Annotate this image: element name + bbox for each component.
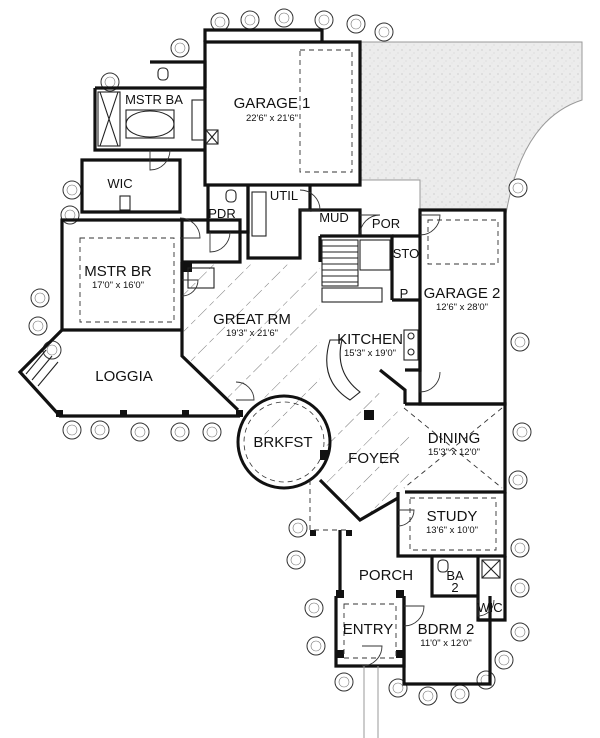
room-dims-garage1: 22'6" x 21'6": [246, 113, 298, 124]
exterior-walls: [17, 28, 507, 686]
tree-icon: [30, 288, 50, 308]
toilet-icon: [437, 559, 449, 573]
tree-icon: [450, 684, 470, 704]
door-swing-icon: [235, 381, 255, 401]
tree-icon: [202, 422, 222, 442]
tree-icon: [510, 332, 530, 352]
room-dims-dining: 15'3" x 12'0": [428, 447, 480, 458]
door-swing-icon: [419, 371, 441, 393]
tree-icon: [314, 10, 334, 30]
room-dims-great-rm: 19'3" x 21'6": [226, 328, 278, 339]
room-dims-garage2: 12'6" x 28'0": [436, 302, 488, 313]
tree-icon: [494, 650, 514, 670]
tree-icon: [510, 622, 530, 642]
tree-icon: [508, 178, 528, 198]
tree-icon: [210, 12, 230, 32]
tree-icon: [286, 550, 306, 570]
fixtures: [25, 67, 501, 579]
room-dims-mstr-br: 17'0" x 16'0": [92, 280, 144, 291]
tree-icon: [346, 14, 366, 34]
door-swing-icon: [477, 599, 495, 617]
room-name-study: STUDY: [427, 508, 478, 525]
tree-icon: [62, 420, 82, 440]
tree-icon: [306, 636, 326, 656]
staircase-icon: [321, 239, 391, 287]
room-name-pdr: PDR: [208, 206, 235, 221]
foyer-floor: [320, 390, 410, 520]
door-swing-icon: [403, 605, 425, 627]
tree-icon: [418, 686, 438, 706]
room-dims-kitchen: 15'3" x 19'0": [344, 348, 396, 359]
tree-icon: [508, 470, 528, 490]
door-swing-icon: [209, 231, 231, 253]
columns: [56, 262, 404, 658]
tree-icon: [274, 8, 294, 28]
room-name-sto: STO: [393, 246, 420, 261]
room-name-entry: ENTRY: [343, 621, 394, 638]
tree-icon: [90, 420, 110, 440]
door-swing-icon: [361, 645, 383, 667]
tree-icon: [62, 180, 82, 200]
room-name-mstr-ba: MSTR BA: [125, 92, 183, 107]
tree-icon: [170, 422, 190, 442]
tree-icon: [304, 598, 324, 618]
room-name-ba2: BA: [446, 568, 464, 583]
room-name-brkfst: BRKFST: [253, 434, 312, 451]
front-walkway: [363, 666, 379, 738]
tree-icon: [510, 578, 530, 598]
door-swings: [149, 149, 495, 667]
tree-icon: [476, 670, 496, 690]
door-swing-icon: [149, 149, 171, 171]
tree-icon: [510, 538, 530, 558]
tree-icon: [28, 316, 48, 336]
dashed-outlines: [79, 49, 503, 659]
room-name-wic-master: WIC: [107, 176, 132, 191]
room-dims-bdrm2: 11'0" x 12'0": [420, 638, 471, 649]
room-name-pantry: P: [400, 286, 409, 301]
room-labels: GARAGE 1 22'6" x 21'6" MSTR BA WIC PDR U…: [84, 92, 502, 649]
breakfast-nook-wall: [236, 394, 332, 490]
room-name-bdrm2: BDRM 2: [418, 621, 475, 638]
door-swing-icon: [179, 217, 201, 239]
bathtub-icon: [125, 110, 175, 138]
tree-icon: [288, 518, 308, 538]
door-swing-icon: [359, 214, 381, 236]
room-dims-study: 13'6" x 10'0": [426, 525, 478, 536]
door-swing-icon: [181, 279, 199, 297]
room-name-mud: MUD: [319, 210, 349, 225]
toilet-icon: [157, 67, 169, 81]
door-swing-icon: [397, 509, 415, 527]
room-name-loggia: LOGGIA: [95, 368, 153, 385]
room-name-mstr-br: MSTR BR: [84, 263, 152, 280]
tree-icon: [130, 422, 150, 442]
room-name-dining: DINING: [428, 430, 481, 447]
room-name-porch: PORCH: [359, 567, 413, 584]
room-name-wic2: WIC: [477, 600, 502, 615]
tree-icon: [240, 10, 260, 30]
room-name-por: POR: [372, 216, 400, 231]
door-swing-icon: [299, 189, 321, 211]
toilet-icon: [225, 189, 237, 203]
driveway: [359, 41, 583, 221]
room-sub-ba2: 2: [451, 580, 458, 595]
tree-icon: [374, 22, 394, 42]
tree-icon: [512, 422, 532, 442]
breakfast-nook-inner: [243, 401, 325, 483]
room-name-util: UTIL: [270, 188, 298, 203]
tree-icon: [334, 672, 354, 692]
room-name-garage1: GARAGE 1: [234, 95, 311, 112]
door-swing-icon: [419, 214, 441, 236]
great-room-floor: [184, 262, 320, 440]
room-name-garage2: GARAGE 2: [424, 285, 501, 302]
room-name-kitchen: KITCHEN: [337, 331, 403, 348]
room-name-great-rm: GREAT RM: [213, 311, 291, 328]
tree-icon: [170, 38, 190, 58]
room-name-foyer: FOYER: [348, 450, 400, 467]
